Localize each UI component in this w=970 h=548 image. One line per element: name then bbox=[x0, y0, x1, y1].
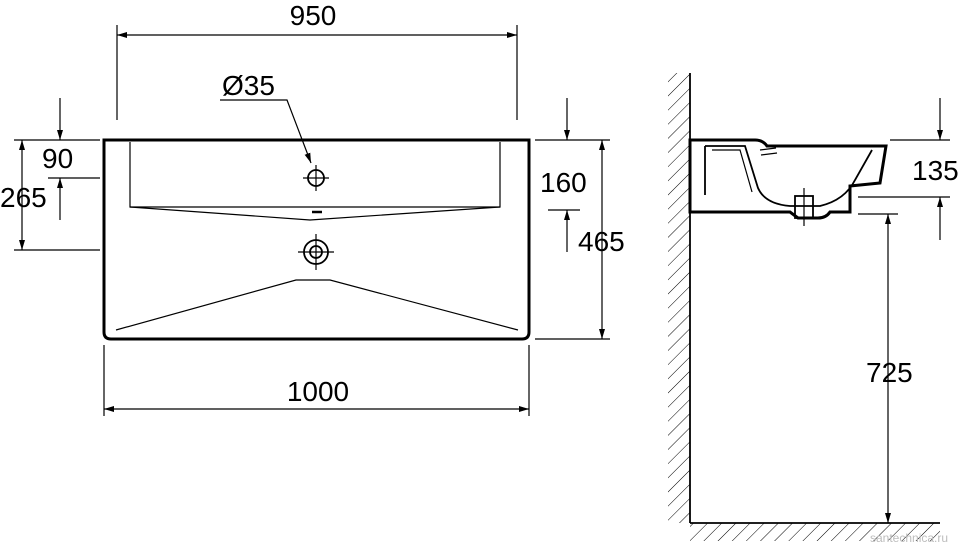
dimension-725: 725 bbox=[858, 213, 913, 523]
dimension-950: 950 bbox=[116, 0, 518, 120]
dimension-90-label: 90 bbox=[42, 143, 73, 174]
drain-hole bbox=[298, 234, 334, 270]
floor-hatch bbox=[690, 523, 940, 541]
bowl-upper-edge bbox=[129, 206, 501, 221]
basin-outline bbox=[102, 138, 531, 341]
dimension-265: 265 bbox=[0, 139, 100, 251]
watermark: santechnica.ru bbox=[870, 531, 948, 545]
dimension-135: 135 bbox=[858, 98, 959, 240]
dimension-90: 90 bbox=[42, 98, 100, 220]
dimension-135-label: 135 bbox=[912, 155, 959, 186]
dimension-160-label: 160 bbox=[540, 167, 587, 198]
dimension-465: 465 bbox=[535, 140, 625, 340]
basin-inner-back bbox=[704, 145, 873, 207]
dimension-265-label: 265 bbox=[0, 182, 47, 213]
tap-hole bbox=[303, 165, 329, 191]
dimension-950-label: 950 bbox=[290, 0, 337, 31]
dimension-hole-label: Ø35 bbox=[222, 70, 275, 101]
wall-hatch bbox=[668, 73, 690, 523]
side-view: 135 725 bbox=[668, 73, 959, 541]
top-view: 950 Ø35 90 265 160 bbox=[0, 0, 625, 416]
dimension-1000-label: 1000 bbox=[287, 376, 349, 407]
dimension-160: 160 bbox=[535, 98, 610, 252]
drain-section bbox=[794, 188, 814, 226]
dimension-465-label: 465 bbox=[578, 226, 625, 257]
tap-section bbox=[759, 147, 778, 156]
dimension-hole: Ø35 bbox=[220, 70, 312, 164]
basin-ledge bbox=[129, 142, 501, 208]
dimension-725-label: 725 bbox=[866, 357, 913, 388]
dimension-1000: 1000 bbox=[103, 345, 530, 416]
bowl-lower-edge bbox=[115, 279, 519, 331]
basin-section bbox=[688, 138, 888, 220]
basin-inner-line bbox=[712, 149, 753, 193]
